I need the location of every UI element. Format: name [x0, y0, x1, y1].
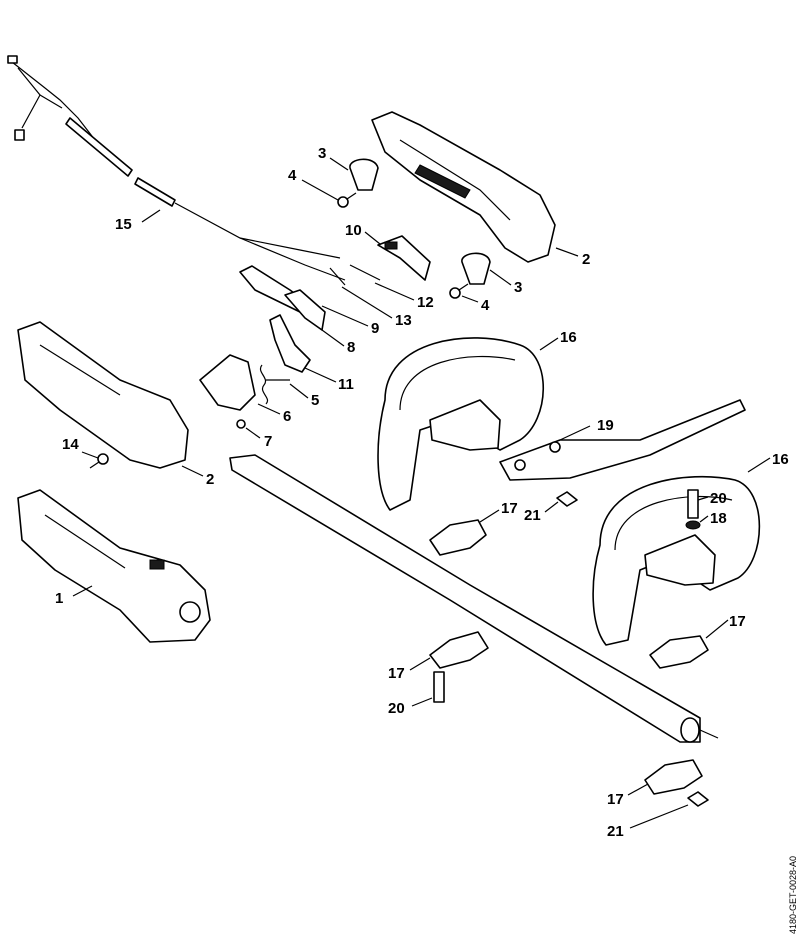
part-20-screw-upper	[687, 489, 699, 519]
callout-9: 9	[371, 320, 379, 337]
part-4-screw-lower	[449, 283, 469, 299]
callout-16-upper: 16	[560, 329, 577, 346]
callout-4-upper: 4	[288, 167, 297, 184]
part-18-washer	[685, 520, 701, 530]
part-21-nut-lower	[687, 791, 709, 807]
callout-4-lower: 4	[481, 297, 490, 314]
callout-6: 6	[283, 408, 291, 425]
callout-2-upper: 2	[582, 251, 590, 268]
part-16-handlebar-left	[377, 337, 545, 511]
callout-17-c: 17	[388, 665, 405, 682]
callout-8: 8	[347, 339, 355, 356]
callout-19: 19	[597, 417, 614, 434]
callout-17-b: 17	[729, 613, 746, 630]
part-3-clamp-lower	[461, 252, 491, 285]
part-2-handle-housing-upper	[371, 111, 556, 263]
part-19-connecting-bar	[499, 399, 746, 481]
part-15-throttle-cable	[7, 55, 346, 281]
callout-14: 14	[62, 436, 79, 453]
part-21-nut-upper	[556, 491, 578, 507]
part-12-cable-end	[349, 264, 381, 281]
callout-20-lower: 20	[388, 700, 405, 717]
part-7-screw	[236, 419, 246, 429]
callout-3-upper: 3	[318, 145, 326, 162]
callout-20-upper: 20	[710, 490, 727, 507]
callout-1: 1	[55, 590, 63, 607]
document-id: 4180-GET-0028-A0	[788, 856, 798, 934]
callout-15: 15	[115, 216, 132, 233]
leader-lines	[72, 157, 771, 829]
drive-tube	[229, 454, 719, 743]
callout-11: 11	[338, 376, 354, 393]
callout-21-upper: 21	[524, 507, 541, 524]
part-3-clamp-upper	[349, 158, 379, 191]
part-11-switch-shaft	[269, 314, 311, 373]
callout-18: 18	[710, 510, 727, 527]
callout-13: 13	[395, 312, 412, 329]
part-16-handlebar-right	[592, 475, 761, 646]
part-10-cable-clip	[377, 235, 431, 281]
part-17-clamp-b	[649, 635, 709, 669]
callout-16-lower: 16	[772, 451, 789, 468]
part-14-screw	[89, 453, 109, 469]
callout-7: 7	[264, 433, 272, 450]
callout-5: 5	[311, 392, 319, 409]
part-5-torsion-spring	[260, 364, 290, 405]
callout-17-a: 17	[501, 500, 518, 517]
callout-labels: 1 2 2 3 3 4 4 5 6 7 8 9 10 11 12 13 14 1…	[55, 145, 789, 840]
part-2-handle-shell-lower	[17, 321, 189, 469]
part-13-cable-end	[329, 267, 346, 286]
callout-3-lower: 3	[514, 279, 522, 296]
part-17-clamp-c	[429, 631, 489, 669]
part-17-clamp-a	[429, 519, 487, 556]
callout-21-lower: 21	[607, 823, 624, 840]
part-17-clamp-d	[644, 759, 703, 795]
part-8-interlock-lever	[284, 289, 326, 331]
part-1-handle-assembly	[17, 489, 211, 643]
part-20-screw-lower	[433, 671, 445, 703]
callout-10: 10	[345, 222, 362, 239]
callout-12: 12	[417, 294, 434, 311]
callout-2-lower: 2	[206, 471, 214, 488]
part-4-screw-upper	[337, 192, 357, 208]
callout-17-d: 17	[607, 791, 624, 808]
part-6-housing-insert	[199, 354, 256, 411]
